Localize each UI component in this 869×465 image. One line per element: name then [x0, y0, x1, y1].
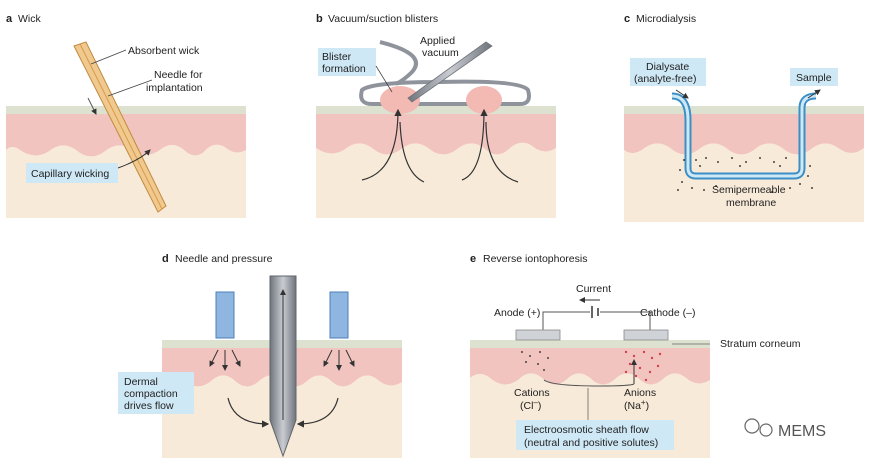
- chat-bubble-icon: [744, 418, 760, 434]
- stratum-layer: [316, 106, 556, 114]
- blister-right: [466, 86, 502, 114]
- label-membrane-line1: Semipermeable: [712, 184, 786, 196]
- microdialysis-lumen: [671, 94, 817, 178]
- label-absorbent-wick: Absorbent wick: [128, 45, 200, 57]
- panel-d-title: Needle and pressure: [175, 253, 273, 265]
- callout-eo: [516, 420, 674, 450]
- dermis-layer: [470, 348, 710, 385]
- flow-arrow-right: [296, 397, 339, 428]
- absorbent-wick: [73, 41, 167, 213]
- flow-arrow-right-a: [461, 108, 488, 181]
- label-anions-line2: (Na+): [624, 398, 649, 412]
- aspiration-needle: [407, 41, 493, 103]
- label-membrane-line2: membrane: [726, 197, 776, 209]
- panel-c-title: Microdialysis: [636, 13, 696, 25]
- label-anions-line1: Anions: [624, 387, 656, 399]
- label-dialysate-line2: (analyte-free): [634, 73, 696, 85]
- leader-needle: [107, 79, 153, 97]
- panel-d: d Needle and pressure Dermal compaction …: [118, 253, 402, 458]
- panel-d-letter: d: [162, 253, 169, 265]
- label-applied-line1: Applied: [420, 35, 455, 47]
- label-cations-line1: Cations: [514, 387, 550, 399]
- capillary-arrow: [117, 149, 151, 169]
- sheath-flow-path: [543, 379, 635, 387]
- label-anode: Anode (+): [494, 307, 540, 319]
- subdermis-layer: [316, 142, 556, 218]
- stratum-layer: [6, 106, 246, 114]
- panel-a: a Wick Absorbent wick Needle for implant…: [6, 13, 246, 218]
- dermis-layer: [316, 114, 556, 155]
- blister-left: [380, 86, 420, 114]
- circuit-wire-left: [542, 311, 590, 330]
- pressure-arrows-left: [209, 349, 241, 371]
- panel-a-title: Wick: [18, 13, 41, 25]
- panel-e-title: Reverse iontophoresis: [483, 253, 587, 265]
- callout-blister: [318, 48, 376, 76]
- panel-c-letter: c: [624, 13, 630, 25]
- label-needle-line2: implantation: [146, 82, 203, 94]
- dialysate-in-arrow: [675, 89, 689, 99]
- panel-b-letter: b: [316, 13, 323, 25]
- suction-cup: [359, 79, 531, 106]
- flow-arrow-left-b: [399, 121, 425, 183]
- panel-a-letter: a: [6, 13, 13, 25]
- wick-centerline: [79, 43, 163, 210]
- panel-c: c Microdialysis Dialysate (analyte-free)…: [624, 13, 864, 222]
- label-dermal-line1: Dermal: [124, 376, 158, 388]
- anode-electrode: [515, 329, 561, 341]
- label-sample: Sample: [796, 72, 832, 84]
- label-current: Current: [576, 283, 611, 295]
- cathode-electrode: [623, 329, 669, 341]
- panel-e: e Reverse iontophoresis Current Anode (+…: [470, 253, 801, 458]
- watermark-text: MEMS: [778, 423, 826, 440]
- label-cathode: Cathode (–): [640, 307, 695, 319]
- panel-e-letter: e: [470, 253, 476, 265]
- label-blister-line2: formation: [322, 63, 366, 75]
- callout-capillary: [26, 163, 118, 183]
- pressure-arrows-right: [323, 349, 355, 371]
- label-capillary: Capillary wicking: [31, 168, 109, 180]
- label-eo-line1: Electroosmotic sheath flow: [524, 424, 649, 436]
- analyte-dots: [677, 157, 813, 193]
- flow-arrow-left-a: [361, 108, 402, 181]
- leader-wick: [90, 49, 127, 65]
- label-dermal-line2: compaction: [124, 388, 178, 400]
- callout-sample: [790, 68, 838, 86]
- panel-b-title: Vacuum/suction blisters: [328, 13, 438, 25]
- label-needle-line1: Needle for: [154, 69, 203, 81]
- label-dialysate-line1: Dialysate: [646, 61, 689, 73]
- sample-out-arrow: [807, 89, 821, 99]
- label-cations-line2: (Cl–): [520, 398, 541, 412]
- subdermis-layer: [624, 143, 864, 222]
- panel-b: b Vacuum/suction blisters Applied vacuum…: [316, 13, 556, 218]
- circuit-wire-right: [600, 311, 651, 330]
- pressure-pad-left: [215, 291, 235, 339]
- flow-arrow-left: [227, 397, 270, 428]
- label-blister-line1: Blister: [322, 51, 352, 63]
- flow-arrow-right-b: [485, 121, 519, 183]
- cation-dots: [521, 351, 549, 371]
- callout-dialysate: [630, 58, 706, 86]
- leader-blister: [375, 65, 393, 93]
- label-applied-line2: vacuum: [422, 47, 459, 59]
- label-dermal-line3: drives flow: [124, 400, 174, 412]
- pressure-pad-right: [329, 291, 349, 339]
- stratum-layer: [470, 340, 710, 348]
- watermark: MEMS: [744, 418, 826, 440]
- wick-arrow: [87, 97, 97, 115]
- callout-dermal: [118, 372, 194, 414]
- anion-dots: [624, 350, 662, 382]
- label-stratum: Stratum corneum: [720, 338, 801, 350]
- vacuum-tube: [379, 40, 418, 86]
- label-eo-line2: (neutral and positive solutes): [524, 437, 658, 449]
- stratum-layer: [624, 106, 864, 114]
- chat-bubble-small-icon: [759, 423, 773, 437]
